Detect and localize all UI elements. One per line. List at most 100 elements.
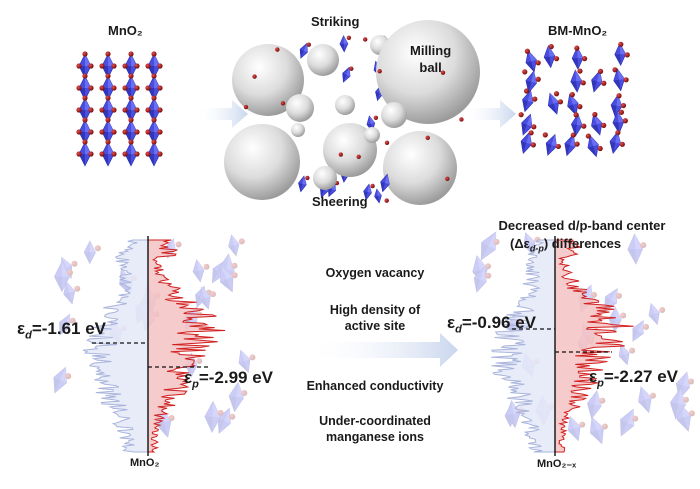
oxygen-atom: [493, 238, 500, 245]
mno6-octahedron: [632, 319, 644, 342]
oxygen-atom: [134, 63, 140, 69]
oxygen-atom: [682, 396, 689, 403]
mno6-octahedron: [53, 366, 67, 394]
mno6-octahedron: [54, 260, 70, 293]
mno6-octahedron: [587, 134, 599, 158]
oxygen-atom: [535, 76, 541, 82]
oxygen-atom: [530, 142, 536, 148]
dos-d-band-curve: [491, 239, 556, 453]
dos-d-band-curve: [82, 239, 149, 453]
oxygen-atom: [88, 129, 94, 135]
oxygen-atom: [145, 129, 151, 135]
oxygen-atom: [249, 354, 256, 361]
arrow-middle: [305, 333, 458, 367]
mno6-octahedron: [342, 66, 351, 83]
mno6-octahedron: [299, 42, 308, 59]
arrow-mill-to-right: [462, 100, 516, 128]
oxygen-atom: [128, 51, 134, 57]
oxygen-atom: [88, 85, 94, 91]
oxygen-atom: [553, 56, 560, 62]
mno6-octahedron: [608, 306, 622, 333]
mno6-octahedron: [204, 400, 221, 433]
dos-p-band-curve: [147, 239, 226, 453]
oxygen-atom: [134, 129, 140, 135]
oxygen-atom: [231, 262, 238, 269]
mno6-octahedron: [124, 119, 138, 145]
oxygen-atom: [384, 198, 389, 203]
mno6-octahedron: [298, 175, 307, 193]
milling-ball: [291, 123, 305, 137]
oxygen-atom: [601, 122, 607, 129]
milling-ball: [232, 44, 304, 116]
oxygen-atom: [151, 73, 157, 79]
oxygen-atom: [629, 347, 636, 354]
oxygen-atom: [111, 129, 117, 135]
oxygen-atom: [128, 139, 134, 145]
oxygen-atom: [241, 389, 248, 396]
mno6-octahedron: [363, 183, 372, 201]
oxygen-atom: [574, 45, 580, 51]
striking-label: Striking: [311, 14, 360, 29]
oxygen-atom: [592, 111, 598, 118]
oxygen-atom: [275, 47, 280, 52]
right-title-line1: Decreased d/p-band center: [498, 218, 666, 233]
oxygen-atom: [82, 95, 88, 101]
oxygen-atom: [619, 141, 625, 147]
oxygen-atom: [231, 272, 238, 279]
oxygen-atom: [111, 63, 117, 69]
mno2-dos-plot: [82, 236, 226, 456]
oxygen-atom: [377, 69, 382, 74]
milling-ball: [286, 94, 314, 122]
left-ep-label: εp=-2.99 eV: [184, 368, 274, 391]
oxygen-atom: [105, 117, 111, 123]
mno6-octahedron: [520, 131, 532, 155]
oxygen-atom: [445, 176, 450, 182]
milling-ball: [323, 123, 377, 177]
oxygen-atom: [618, 41, 624, 47]
oxygen-atom: [145, 85, 151, 91]
mno6-octahedron: [648, 302, 660, 326]
oxygen-atom: [440, 70, 446, 75]
oxygen-atom: [616, 93, 622, 99]
oxygen-atom: [523, 88, 530, 94]
oxygen-atom: [535, 60, 541, 66]
oxygen-atom: [618, 109, 625, 115]
oxygen-atom: [688, 378, 695, 385]
oxygen-atom: [157, 107, 163, 113]
oxygen-atom: [157, 151, 163, 157]
oxygen-atom: [99, 107, 105, 113]
mno6-octahedron: [547, 92, 559, 115]
mno2-x-dos-plot: [491, 236, 634, 456]
mno6-octahedron: [339, 35, 349, 53]
oxygen-atom: [128, 117, 134, 123]
mno6-octahedron: [543, 45, 556, 69]
oxygen-atom: [82, 51, 88, 57]
oxygen-atom: [76, 129, 82, 135]
oxygen-atom: [425, 135, 430, 141]
oxygen-atom: [574, 141, 580, 147]
oxygen-atom: [111, 151, 117, 157]
oxygen-atom: [76, 85, 82, 91]
oxygen-atom: [528, 130, 534, 136]
mno6-octahedron: [504, 404, 517, 428]
mno6-octahedron: [217, 407, 231, 434]
oxygen-atom: [71, 260, 78, 267]
mno6-octahedron: [147, 141, 161, 167]
oxygen-atom: [569, 92, 575, 98]
mno6-octahedron: [545, 133, 557, 156]
mno6-octahedron: [228, 234, 240, 257]
oxygen-atom: [524, 48, 530, 54]
oxygen-atom: [599, 397, 606, 404]
oxygen-atom: [88, 107, 94, 113]
oxygen-atom: [485, 272, 492, 279]
oxygen-atom: [553, 91, 560, 97]
oxygen-atom: [82, 73, 88, 79]
oxygen-atom: [370, 183, 375, 189]
oxygen-atom: [111, 107, 117, 113]
milling-ball: [335, 95, 355, 115]
oxygen-atom: [105, 51, 111, 57]
oxygen-atom: [620, 312, 627, 319]
oxygen-atom: [105, 95, 111, 101]
mno6-octahedron: [101, 141, 115, 167]
